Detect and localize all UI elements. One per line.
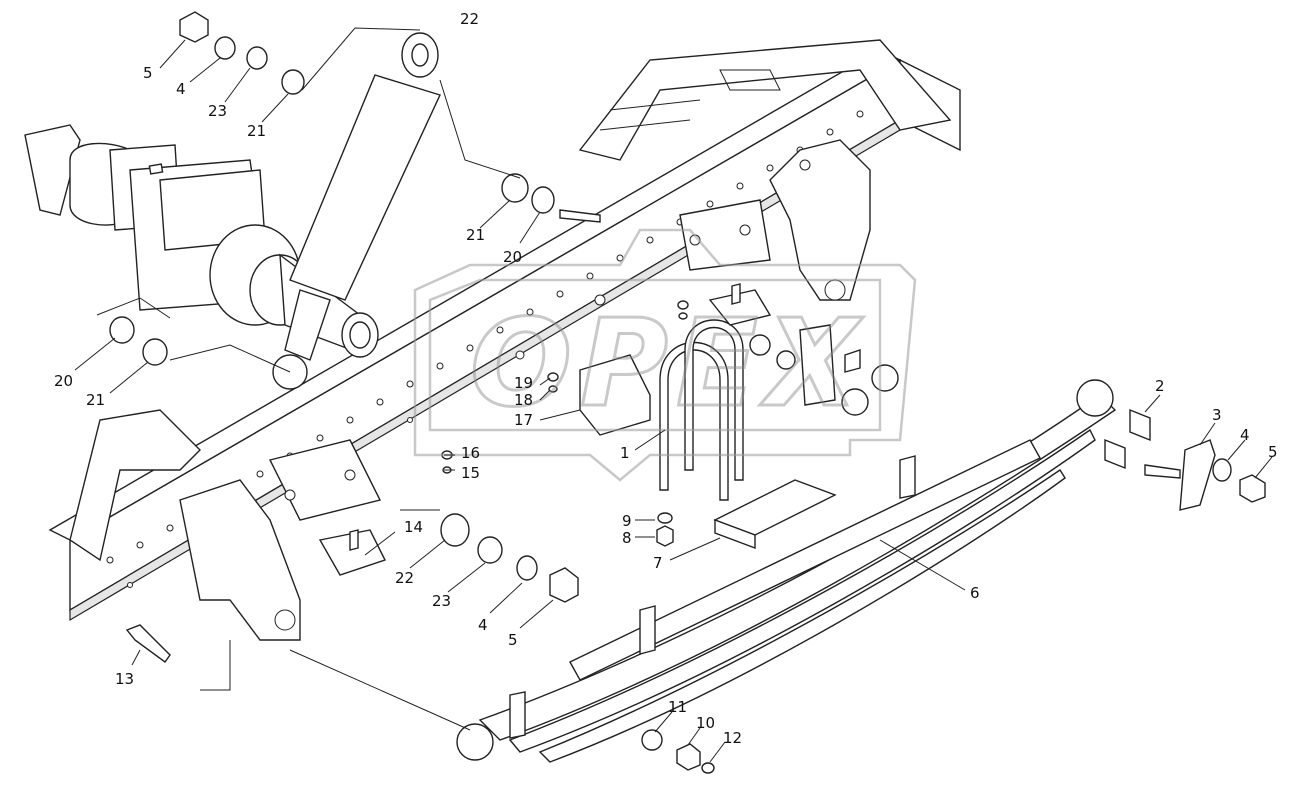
spring-pad	[713, 479, 837, 550]
callout-3: 3	[1212, 406, 1222, 424]
callout-21-left: 21	[86, 391, 105, 409]
callout-labels: 5 4 23 21 22 21 20 20 21 19 18 17 16 15 …	[54, 10, 1278, 747]
callout-14: 14	[404, 518, 423, 536]
upper-crossmember	[578, 39, 952, 161]
callout-5-top: 5	[143, 64, 153, 82]
lower-crossmember	[69, 409, 201, 562]
callout-17: 17	[514, 411, 533, 429]
u-bolts	[659, 319, 744, 501]
callout-5-right: 5	[1268, 443, 1278, 461]
watermark: OPEX	[413, 228, 917, 482]
callout-11: 11	[668, 698, 687, 716]
callout-22-top: 22	[460, 10, 479, 28]
callout-4-right: 4	[1240, 426, 1250, 444]
callout-23-top: 23	[208, 102, 227, 120]
callout-6: 6	[970, 584, 980, 602]
shackle-assembly	[749, 324, 899, 416]
callout-15: 15	[461, 464, 480, 482]
callout-21-top: 21	[247, 122, 266, 140]
callout-7: 7	[653, 554, 663, 572]
spring-bracket-rear	[179, 439, 382, 641]
bump-stop-front	[708, 283, 772, 326]
callout-4-bottom: 4	[478, 616, 488, 634]
callout-5-bottom: 5	[508, 631, 518, 649]
callout-20-mid: 20	[503, 248, 522, 266]
axle-knuckle-assembly	[24, 124, 379, 358]
callout-9: 9	[622, 512, 632, 530]
callout-1: 1	[620, 444, 630, 462]
hardware-top-left	[179, 11, 305, 95]
hardware-right	[1104, 408, 1266, 511]
callout-8: 8	[622, 529, 632, 547]
shock-absorber	[272, 32, 441, 390]
callout-20-left: 20	[54, 372, 73, 390]
callout-23-bottom: 23	[432, 592, 451, 610]
callout-16: 16	[461, 444, 480, 462]
callout-4-top: 4	[176, 80, 186, 98]
bump-stop-rear	[318, 529, 386, 576]
callout-2: 2	[1155, 377, 1165, 395]
leader-lines	[74, 27, 1273, 763]
hardware-bottom	[125, 624, 715, 774]
callout-12: 12	[723, 729, 742, 747]
callout-10: 10	[696, 714, 715, 732]
callout-13: 13	[115, 670, 134, 688]
callout-21-mid: 21	[466, 226, 485, 244]
callout-18: 18	[514, 391, 533, 409]
spring-hanger-front	[679, 139, 871, 301]
hardware-mid	[109, 173, 689, 603]
watermark-text: OPEX	[470, 295, 866, 434]
callout-19: 19	[514, 374, 533, 392]
leaf-spring	[456, 379, 1117, 763]
callout-22-bottom: 22	[395, 569, 414, 587]
